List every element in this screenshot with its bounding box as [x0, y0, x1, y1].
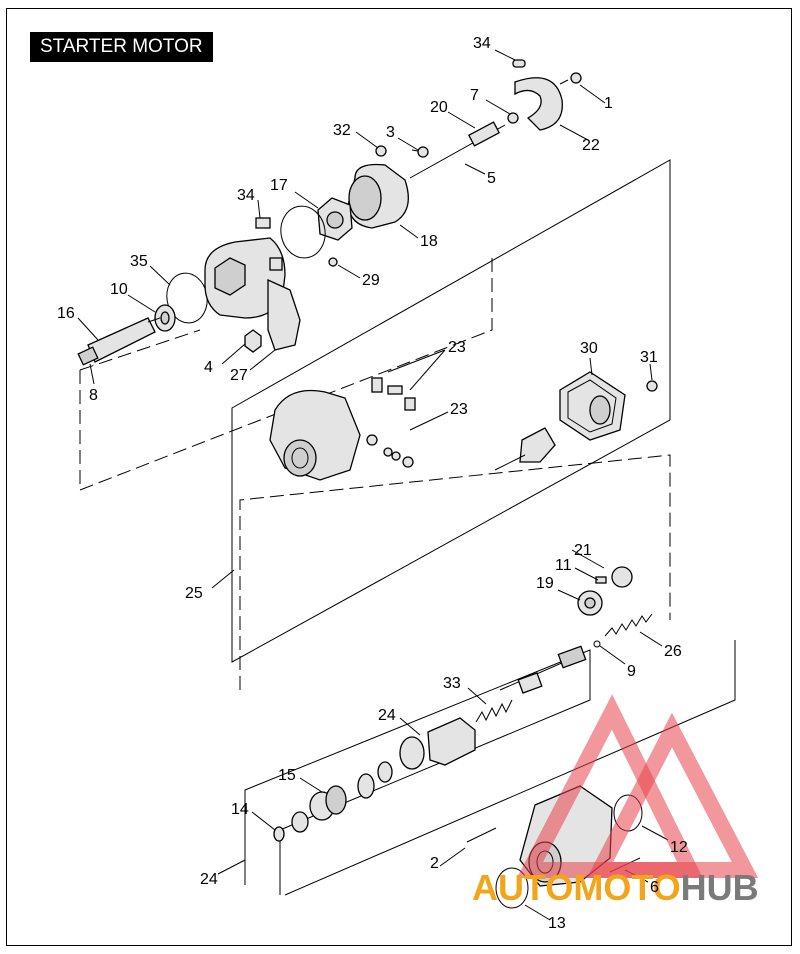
part-clip-30 — [328, 257, 338, 267]
callout: 10 — [110, 281, 128, 298]
callout: 33 — [443, 675, 461, 692]
part-bearing-10 — [154, 304, 176, 332]
callout: 4 — [204, 359, 213, 376]
callout: 30 — [580, 340, 598, 357]
callout: 22 — [582, 137, 600, 154]
callout: 6 — [650, 879, 659, 896]
callout: 5 — [487, 170, 496, 187]
callout: 23 — [450, 401, 468, 418]
part-shaft-pin — [595, 576, 607, 584]
group-outline-housing — [284, 640, 736, 896]
part-spring-33 — [475, 699, 513, 723]
callout: 14 — [231, 801, 249, 818]
callout: 2 — [430, 855, 439, 872]
part-armature — [77, 317, 161, 366]
callout: 29 — [362, 272, 380, 289]
callout: 18 — [420, 233, 438, 250]
callout: 24 — [378, 707, 396, 724]
callout: 12 — [670, 839, 688, 856]
part-frame-yoke — [204, 237, 301, 351]
part-screw-1 — [559, 72, 582, 85]
callout: 23 — [448, 339, 466, 356]
watermark-text: AUTOMOTOHUB — [472, 867, 759, 908]
callout: 17 — [270, 177, 288, 194]
part-screw-32 — [646, 380, 658, 392]
part-pinion-15 — [309, 761, 393, 821]
callout: 13 — [548, 915, 566, 932]
callout: 19 — [536, 575, 554, 592]
part-through-bolt — [409, 112, 519, 179]
callout: 21 — [574, 542, 592, 559]
part-end-cap — [514, 77, 563, 131]
part-drive-housing — [269, 389, 414, 481]
callout: 35 — [130, 253, 148, 270]
callout: 31 — [640, 349, 658, 366]
callout: 9 — [627, 663, 636, 680]
group-outline-25 — [231, 159, 671, 663]
part-idler-gear — [577, 590, 603, 616]
part-screw-29 — [375, 145, 387, 157]
callout: 3 — [386, 124, 395, 141]
callout: 8 — [89, 387, 98, 404]
part-plunger — [494, 427, 556, 471]
callout: 25 — [185, 585, 203, 602]
part-retaining-ring-14 — [273, 826, 285, 842]
callout: 11 — [555, 557, 572, 574]
diagram-frame — [6, 8, 792, 946]
callout: 20 — [430, 99, 448, 116]
part-o-ring-13 — [495, 867, 529, 909]
page-title: STARTER MOTOR — [30, 32, 213, 62]
callout: 7 — [470, 87, 479, 104]
callout-numbers: 34 1 7 20 22 32 3 5 17 34 18 29 35 10 16… — [57, 35, 688, 932]
callout: 34 — [473, 35, 491, 52]
part-collar — [291, 811, 309, 833]
part-bearing-21 — [611, 566, 633, 588]
leader-lines — [77, 49, 669, 921]
callout-24: 24 — [200, 871, 218, 888]
callout: 26 — [664, 643, 682, 660]
callout: 34 — [237, 187, 255, 204]
callout: 27 — [230, 367, 248, 384]
callout: 16 — [57, 305, 75, 322]
part-solenoid-gasket — [559, 371, 626, 441]
callout: 15 — [278, 767, 296, 784]
part-nut-4 — [244, 329, 262, 353]
part-spring-27 — [604, 613, 653, 637]
callout: 32 — [333, 122, 351, 139]
part-drive-shaft — [499, 645, 587, 694]
part-solenoid-contacts — [371, 377, 416, 411]
part-brush — [255, 217, 271, 229]
part-brush-holder — [317, 197, 353, 241]
watermark-logo — [516, 694, 759, 878]
callout: 1 — [604, 95, 613, 112]
part-bolt-2 — [466, 827, 497, 843]
part-o-ring-34a — [280, 205, 326, 259]
part-ball-9 — [593, 640, 601, 648]
part-commutator-cover — [347, 163, 409, 229]
part-screw-3 — [411, 146, 429, 158]
part-overrunning-clutch — [399, 717, 476, 770]
part-pin — [512, 59, 526, 68]
